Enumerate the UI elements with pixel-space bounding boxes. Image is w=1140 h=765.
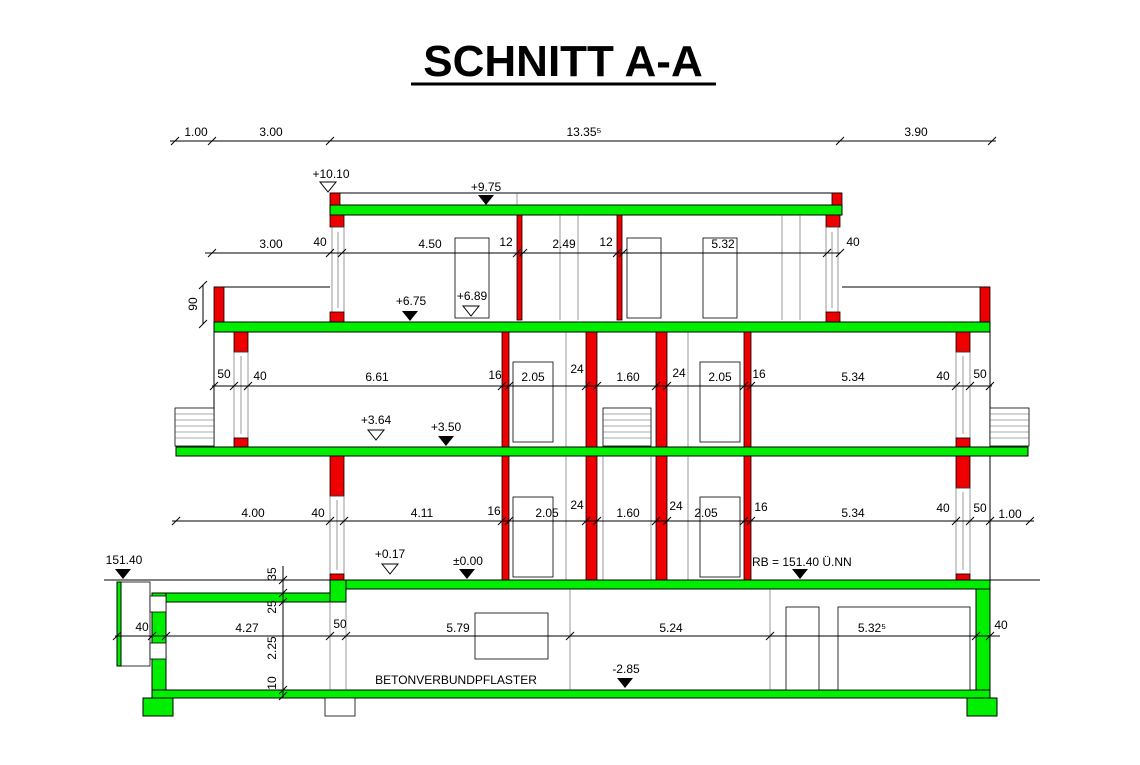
dim-top-2: 3.00 (259, 125, 283, 139)
svg-text:4.50: 4.50 (418, 237, 442, 251)
basement-material-label: BETONVERBUNDPFLASTER (375, 673, 537, 687)
svg-text:35: 35 (265, 567, 279, 581)
svg-text:2.05: 2.05 (521, 370, 545, 384)
svg-text:4.11: 4.11 (411, 506, 434, 520)
level-marker-terrain: 151.40 (106, 553, 143, 579)
svg-text:12: 12 (599, 235, 613, 249)
roof-slab (329, 204, 843, 216)
first-floor-structure (213, 331, 991, 448)
svg-text:+9.75: +9.75 (471, 180, 502, 194)
svg-text:2.25: 2.25 (265, 636, 279, 660)
svg-text:40: 40 (846, 235, 860, 249)
top-dimension-chain: 1.00 3.00 13.35⁵ 3.90 (170, 125, 997, 146)
svg-text:3.00: 3.00 (259, 237, 283, 251)
first-floor-dimensions: 50 40 6.61 16 2.05 24 1.60 24 2.05 16 5.… (209, 362, 995, 391)
svg-text:±0.00: ±0.00 (453, 554, 483, 568)
svg-text:40: 40 (253, 369, 267, 383)
svg-text:40: 40 (994, 618, 1008, 632)
basement-structure (116, 581, 998, 717)
svg-text:+0.17: +0.17 (375, 547, 406, 561)
svg-text:50: 50 (973, 367, 987, 381)
dim-top-3: 13.35⁵ (566, 125, 601, 139)
svg-text:5.32: 5.32 (711, 237, 735, 251)
level-marker-reference: RB = 151.40 Ü.NN (752, 555, 852, 579)
balcony-railing-left (174, 407, 215, 447)
first-floor-slab (175, 446, 1029, 457)
ground-slab (151, 579, 991, 603)
level-marker-roof: +9.75 (471, 180, 502, 205)
svg-text:40: 40 (936, 501, 950, 515)
svg-text:12: 12 (499, 235, 513, 249)
dim-top-4: 3.90 (904, 125, 928, 139)
level-marker-first-floor-fin: +3.64 (361, 413, 392, 441)
svg-text:24: 24 (672, 366, 686, 380)
svg-text:5.32⁵: 5.32⁵ (858, 621, 886, 635)
basement-dimensions: 40 4.27 50 5.79 5.24 5.32⁵ 40 (112, 617, 1008, 641)
svg-text:+3.50: +3.50 (431, 420, 462, 434)
level-marker-second-floor-fin: +6.89 (457, 289, 488, 317)
svg-text:5.34: 5.34 (841, 506, 865, 520)
svg-text:5.79: 5.79 (446, 621, 470, 635)
balcony-railing-right (989, 407, 1030, 447)
ground-floor-dimensions: 4.00 40 4.11 16 2.05 24 1.60 24 2.05 16 … (171, 498, 1035, 526)
svg-text:16: 16 (487, 504, 501, 518)
svg-text:-2.85: -2.85 (612, 662, 640, 676)
svg-text:2.05: 2.05 (708, 370, 732, 384)
svg-text:4.00: 4.00 (241, 506, 265, 520)
svg-text:40: 40 (135, 620, 149, 634)
level-marker-second-floor: +6.75 (396, 294, 427, 321)
svg-text:6.61: 6.61 (365, 370, 389, 384)
svg-text:16: 16 (488, 368, 502, 382)
level-marker-basement: -2.85 (612, 662, 640, 688)
svg-text:24: 24 (570, 362, 584, 376)
svg-text:2.05: 2.05 (535, 506, 559, 520)
svg-text:25: 25 (265, 600, 279, 614)
svg-text:2.05: 2.05 (694, 506, 718, 520)
svg-text:40: 40 (311, 506, 325, 520)
svg-text:+10.10: +10.10 (312, 167, 349, 181)
svg-text:1.00: 1.00 (998, 507, 1022, 521)
svg-text:+6.89: +6.89 (457, 289, 488, 303)
svg-text:40: 40 (313, 235, 327, 249)
level-marker-ground: ±0.00 (453, 554, 483, 579)
roof-structure (329, 192, 843, 228)
svg-text:1.60: 1.60 (616, 506, 640, 520)
level-marker-first-floor: +3.50 (431, 420, 462, 446)
svg-text:50: 50 (973, 501, 987, 515)
svg-text:50: 50 (217, 367, 231, 381)
svg-text:1.60: 1.60 (616, 370, 640, 384)
svg-text:16: 16 (752, 367, 766, 381)
svg-text:16: 16 (754, 500, 768, 514)
level-marker-ground-fin: +0.17 (375, 547, 406, 575)
terrace-parapets: 90 (186, 280, 991, 329)
level-marker-roof-top: +10.10 (312, 167, 350, 193)
svg-text:RB = 151.40 Ü.NN: RB = 151.40 Ü.NN (752, 555, 852, 569)
svg-text:5.34: 5.34 (841, 370, 865, 384)
svg-text:50: 50 (333, 617, 347, 631)
dim-top-1: 1.00 (184, 125, 208, 139)
second-floor-slab (213, 321, 991, 333)
svg-text:+6.75: +6.75 (396, 294, 427, 308)
svg-text:151.40: 151.40 (106, 553, 143, 567)
svg-text:10: 10 (265, 676, 279, 690)
svg-text:40: 40 (936, 369, 950, 383)
basement-vertical-dimensions: 35 25 2.25 10 (265, 566, 288, 701)
svg-text:24: 24 (570, 498, 584, 512)
svg-text:24: 24 (669, 499, 683, 513)
drawing-title: SCHNITT A-A (423, 37, 702, 86)
svg-text:4.27: 4.27 (235, 621, 259, 635)
second-floor-interior (329, 214, 841, 323)
parapet-height-label: 90 (186, 297, 200, 311)
svg-text:+3.64: +3.64 (361, 413, 392, 427)
second-floor-dimensions: 3.00 40 4.50 12 2.49 12 5.32 40 (205, 235, 860, 258)
svg-text:5.24: 5.24 (659, 621, 683, 635)
svg-text:2.49: 2.49 (552, 237, 576, 251)
